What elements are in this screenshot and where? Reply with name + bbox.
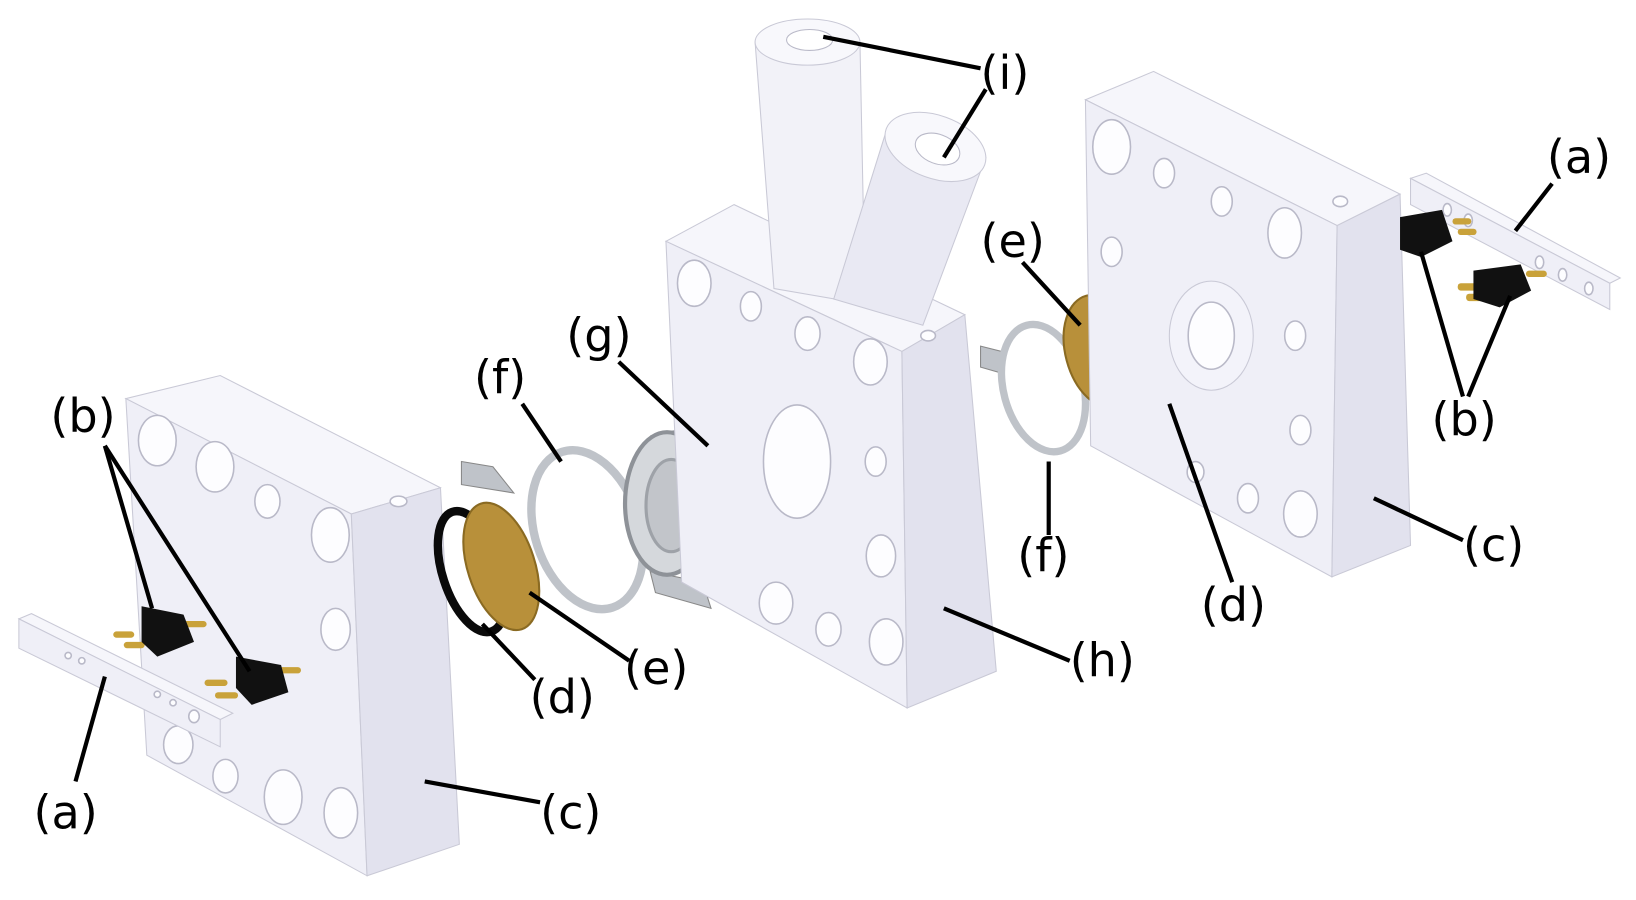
label-c-left: (c) xyxy=(540,786,601,840)
label-e-right: (e) xyxy=(981,214,1045,268)
label-a-right: (a) xyxy=(1547,130,1611,184)
label-d-left: (d) xyxy=(530,670,595,724)
left-pin-connector-1 xyxy=(113,606,207,657)
label-c-right: (c) xyxy=(1463,518,1524,572)
label-f-right: (f) xyxy=(1017,529,1069,583)
left-end-plate xyxy=(124,374,460,877)
label-b-right: (b) xyxy=(1432,392,1497,446)
inlet-tube-2 xyxy=(833,111,987,326)
right-end-plate xyxy=(1084,70,1412,578)
inlet-tube-1 xyxy=(754,18,866,305)
label-d-right: (d) xyxy=(1201,578,1266,632)
left-connector-bar xyxy=(17,613,234,748)
label-h: (h) xyxy=(1070,634,1135,688)
label-i: (i) xyxy=(981,46,1030,100)
leader-lines xyxy=(73,34,1554,805)
left-gold-electrode xyxy=(462,501,541,632)
label-e-left: (e) xyxy=(624,641,688,695)
label-g: (g) xyxy=(566,308,631,362)
right-pin-connector-1 xyxy=(1400,209,1477,258)
label-b-left: (b) xyxy=(50,389,115,443)
label-f-left: (f) xyxy=(474,350,526,404)
right-pin-connector-2 xyxy=(1457,264,1547,308)
label-a-left: (a) xyxy=(34,786,98,840)
